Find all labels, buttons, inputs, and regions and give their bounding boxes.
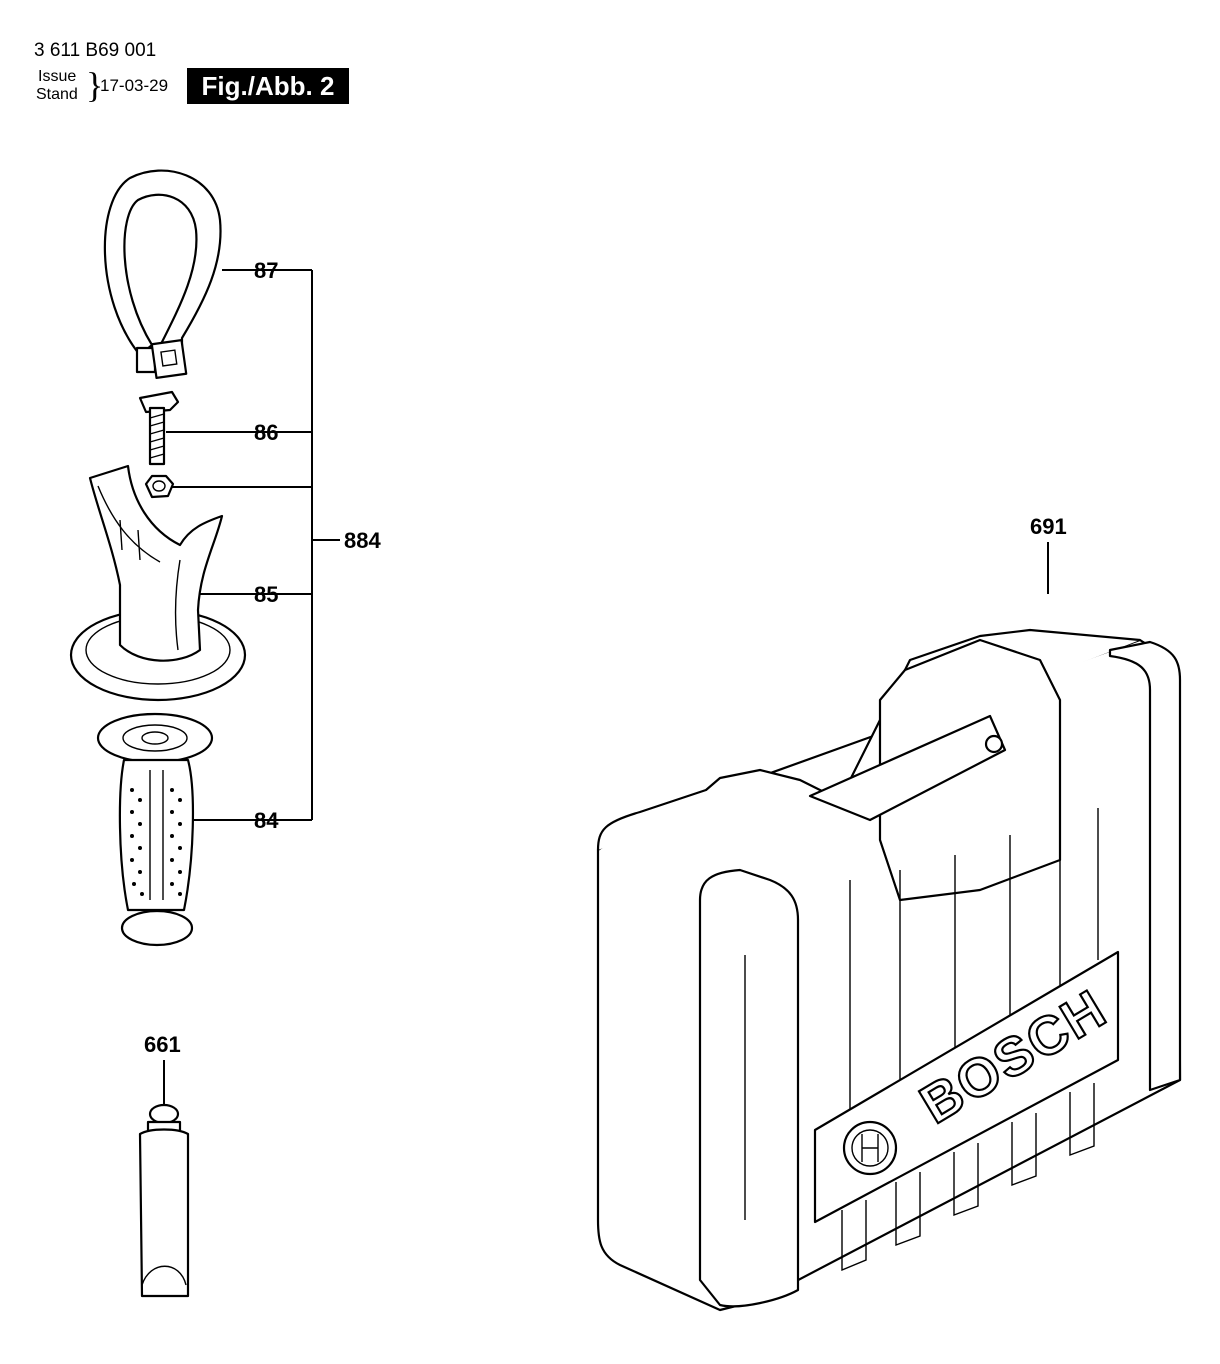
part-84-grip	[96, 712, 214, 947]
leader-lines	[163, 269, 1049, 1104]
callout-87: 87	[254, 258, 278, 283]
callout-85: 85	[254, 582, 278, 607]
callout-884: 884	[344, 528, 381, 553]
grip-texture-left	[130, 788, 144, 896]
grip-texture-right	[170, 788, 182, 896]
brace-glyph: }	[86, 65, 104, 105]
part-85-handle-housing	[69, 464, 247, 702]
callout-661: 661	[144, 1032, 181, 1057]
figure-label: Fig./Abb. 2	[187, 68, 349, 104]
part-nut	[144, 474, 175, 499]
callout-84: 84	[254, 808, 279, 833]
callout-691: 691	[1030, 514, 1067, 539]
stand-label: Stand	[36, 86, 78, 103]
document-number: 3 611 B69 001	[34, 40, 157, 61]
issue-date: 17-03-29	[100, 76, 169, 95]
part-86-bolt	[138, 390, 180, 466]
issue-label: Issue	[38, 68, 77, 85]
part-691-carrying-case: BOSCH	[596, 628, 1182, 1312]
part-87-strap	[103, 169, 222, 380]
part-661-grease-tube	[138, 1103, 190, 1298]
bosch-emblem-icon	[842, 1120, 898, 1176]
callout-86: 86	[254, 420, 278, 445]
